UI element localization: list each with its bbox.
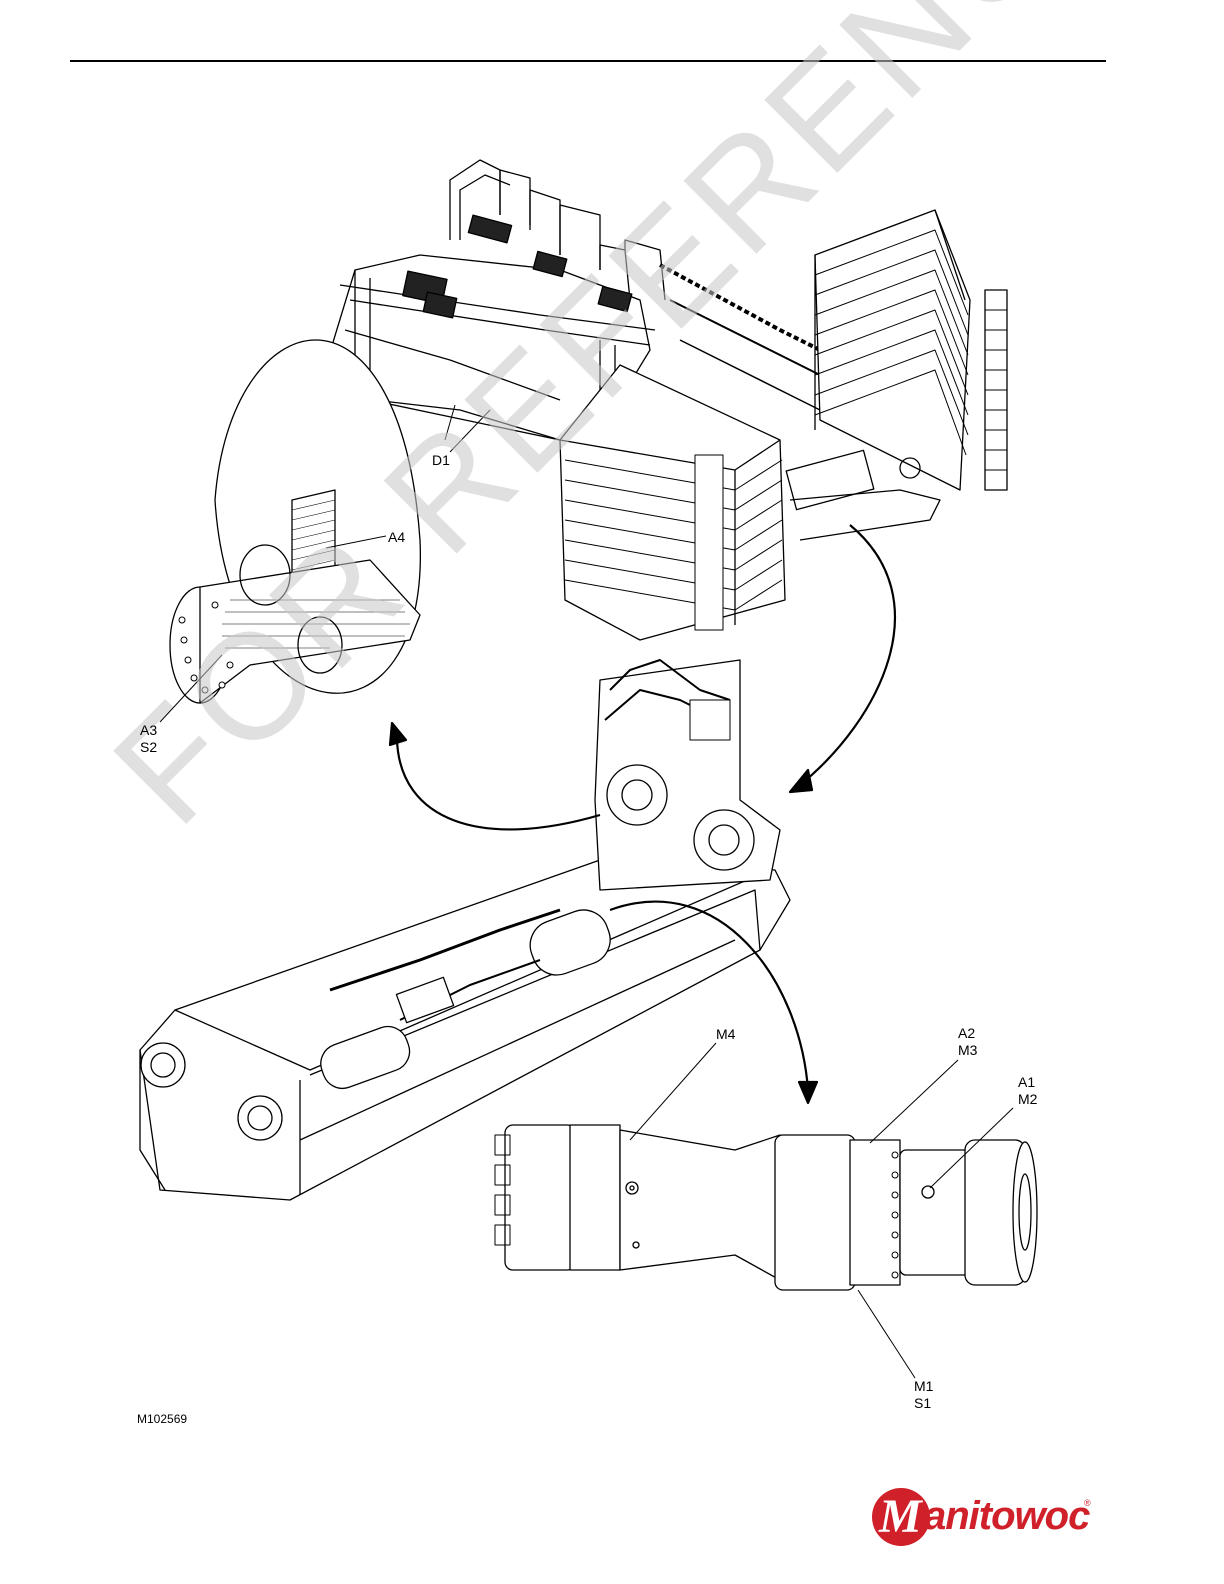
drive-motor-assembly bbox=[495, 1125, 1037, 1290]
counterweight-stack-right bbox=[815, 210, 1007, 490]
manitowoc-logo: M anitowoc ® bbox=[872, 1488, 1102, 1546]
callout-m4: M4 bbox=[716, 1026, 735, 1043]
logo-wordmark: anitowoc bbox=[924, 1494, 1089, 1539]
figure-id: M102569 bbox=[137, 1412, 187, 1426]
callout-a1-m2: A1 M2 bbox=[1018, 1074, 1037, 1108]
logo-initial-badge: M bbox=[872, 1488, 930, 1546]
callout-m1-s1: M1 S1 bbox=[914, 1378, 933, 1412]
logo-registered-mark: ® bbox=[1084, 1498, 1091, 1508]
callout-a4: A4 bbox=[388, 529, 405, 546]
callout-a3-s2: A3 S2 bbox=[140, 722, 157, 756]
callout-a2-m3: A2 M3 bbox=[958, 1025, 977, 1059]
callout-d1: D1 bbox=[432, 452, 450, 469]
